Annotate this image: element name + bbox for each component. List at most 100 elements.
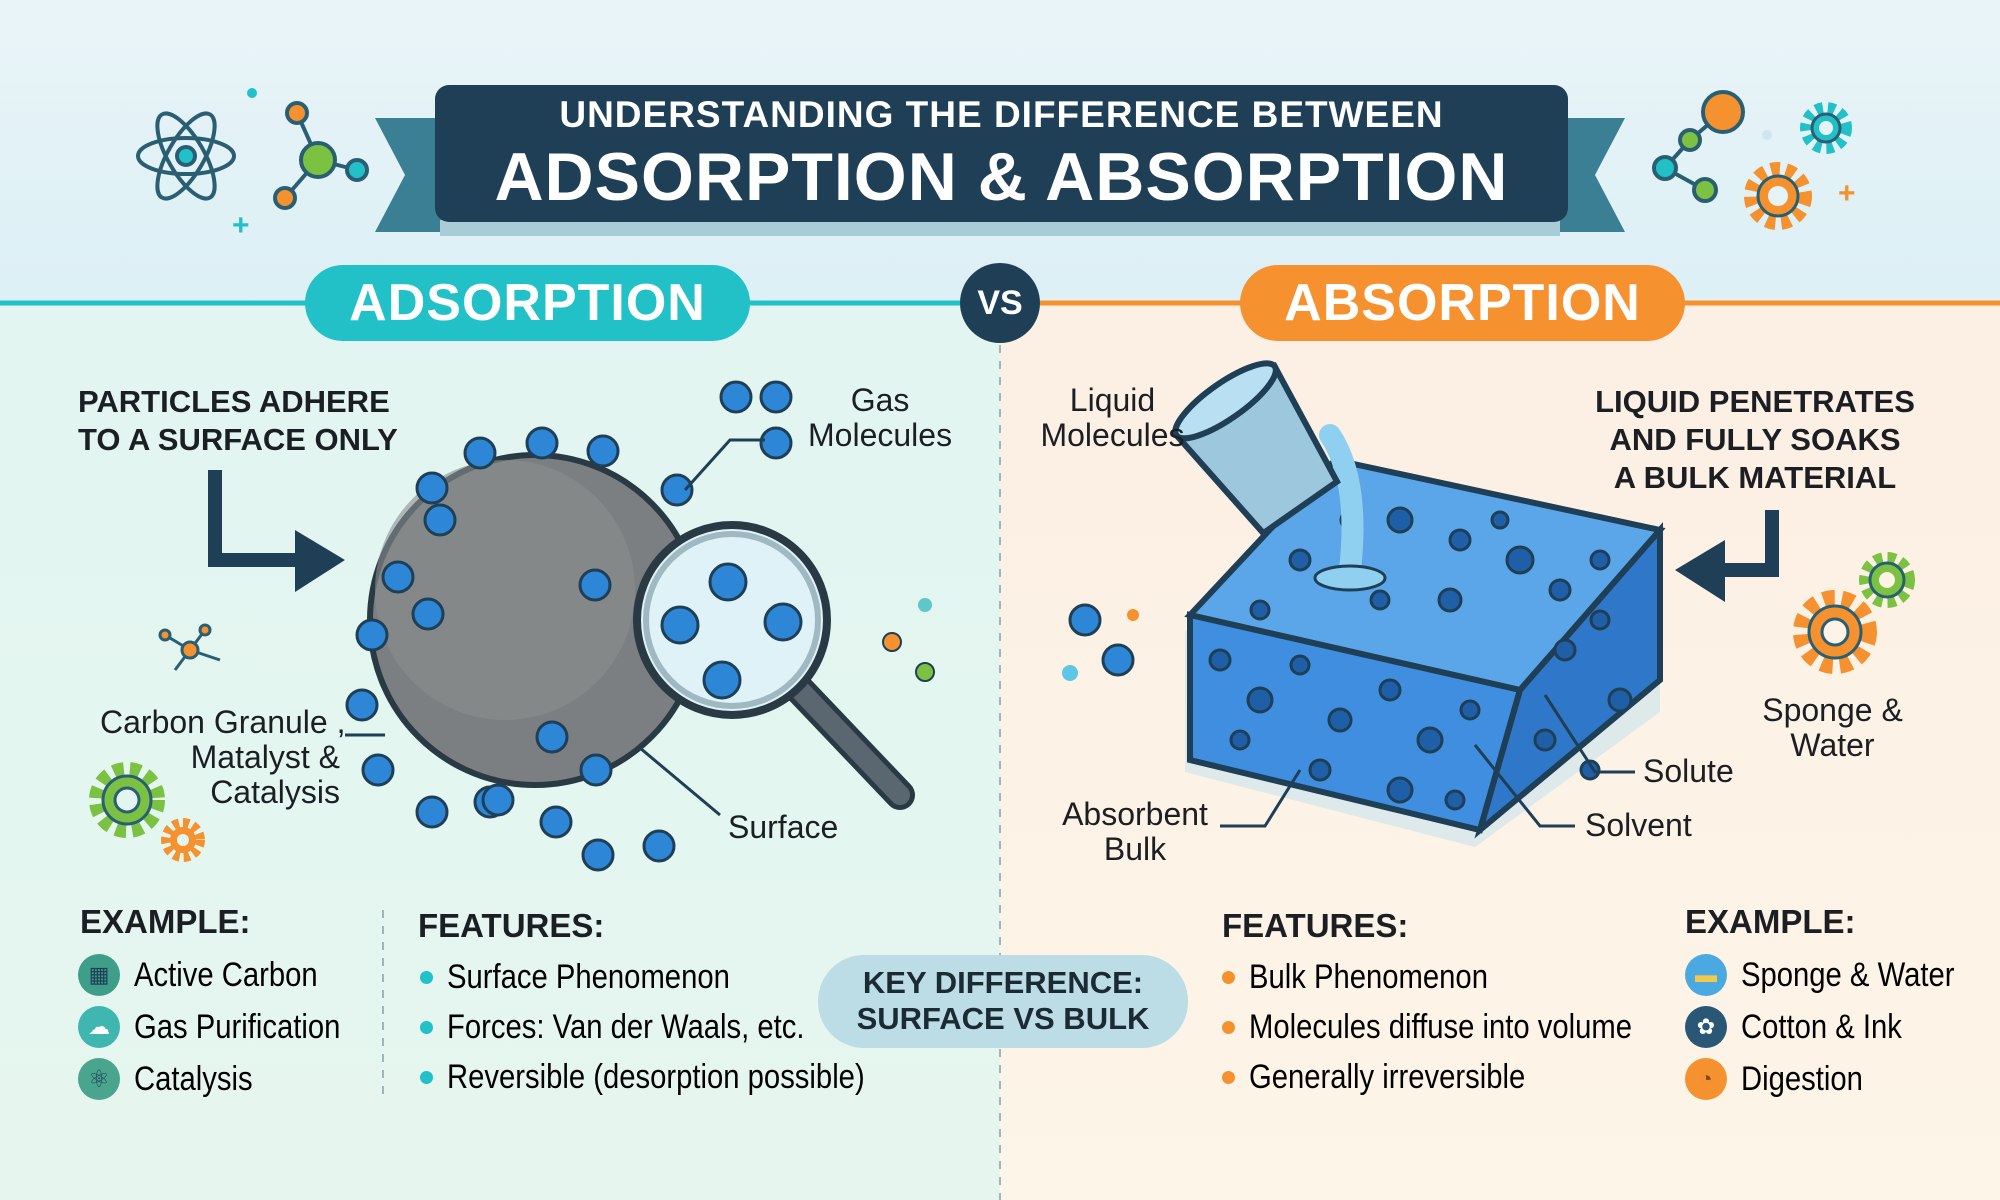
page-title: ADSORPTION & ABSORPTION	[494, 139, 1509, 215]
caption-line: AND FULLY SOAKS	[1609, 422, 1901, 457]
plus-icon: +	[1838, 177, 1856, 210]
molecule-dot	[539, 805, 573, 839]
absorption-example-heading: EXAMPLE:	[1685, 903, 1856, 940]
sponge-pore	[1505, 545, 1535, 575]
solute-label: Solute	[1643, 753, 1734, 789]
dot-icon	[918, 598, 932, 612]
example-label: Catalysis	[134, 1059, 253, 1098]
list-item: Molecules diffuse into volume	[1222, 1005, 1694, 1049]
list-item: ◔Digestion	[1685, 1057, 1989, 1101]
atom-icon: ⚛	[78, 1058, 120, 1100]
sponge-pore	[1490, 510, 1510, 530]
title-ribbon	[375, 85, 1625, 236]
feature-label: Bulk Phenomenon	[1249, 957, 1488, 996]
atom-icon	[136, 111, 236, 201]
sponge-pore	[1386, 506, 1414, 534]
adsorption-features-heading: FEATURES:	[418, 907, 605, 944]
molecule-dot	[361, 753, 395, 787]
sponge-pore	[1229, 729, 1251, 751]
molecule-dot	[759, 426, 793, 460]
small-molecule-icon	[158, 623, 221, 671]
list-item: Reversible (desorption possible)	[420, 1055, 933, 1099]
absorption-features-heading: FEATURES:	[1222, 907, 1409, 944]
label-line: Matalyst &	[190, 739, 340, 775]
absorption-example-list: ▬Sponge & Water ✿Cotton & Ink ◔Digestion	[1685, 953, 1989, 1101]
carbon-granule-label: Carbon Granule , Matalyst & Catalysis	[100, 705, 345, 810]
molecule-dot	[579, 753, 613, 787]
molecule-dot	[642, 829, 676, 863]
label-leader-lines-right	[1220, 694, 1635, 828]
key-difference-line: SURFACE VS BULK	[856, 1001, 1150, 1036]
molecule-dot	[415, 471, 449, 505]
surface-label: Surface	[728, 809, 839, 845]
sponge-pore	[1289, 654, 1311, 676]
caption-line: LIQUID PENETRATES	[1595, 384, 1915, 419]
vs-badge: VS	[960, 263, 1040, 343]
list-item: ▦Active Carbon	[78, 953, 374, 997]
sponge-pore	[1459, 699, 1481, 721]
stomach-icon: ◔	[1685, 1058, 1727, 1100]
absorption-caption: LIQUID PENETRATES AND FULLY SOAKS A BULK…	[1560, 383, 1950, 497]
sponge-pore	[1437, 587, 1463, 613]
caption-line: PARTICLES ADHERE	[78, 384, 390, 419]
sponge-icon: ▬	[1685, 954, 1727, 996]
molecule-icon-right	[1652, 90, 1745, 203]
adsorption-caption: PARTICLES ADHERE TO A SURFACE ONLY	[78, 383, 398, 459]
gear-icon-green	[89, 762, 165, 838]
gas-molecules	[345, 380, 793, 872]
label-line: Gas	[850, 382, 910, 418]
sponge-pore	[1533, 728, 1557, 752]
absorption-features-list: Bulk Phenomenon Molecules diffuse into v…	[1222, 955, 1694, 1099]
sponge-water-label: Sponge & Water	[1745, 693, 1920, 763]
adsorption-example-heading: EXAMPLE:	[80, 903, 251, 940]
sponge-pore	[1579, 759, 1601, 781]
sponge-pore	[1607, 687, 1633, 713]
bullet-icon	[420, 1070, 433, 1084]
key-difference-line: KEY DIFFERENCE:	[862, 965, 1144, 1000]
page-subtitle: UNDERSTANDING THE DIFFERENCE BETWEEN	[559, 94, 1444, 135]
solvent-label: Solvent	[1585, 807, 1692, 843]
label-line: Molecules	[808, 417, 953, 453]
molecule-dot	[481, 783, 515, 817]
liquid-molecules	[1062, 603, 1139, 681]
feature-label: Generally irreversible	[1249, 1057, 1526, 1096]
absorption-heading-pill: ABSORPTION	[1240, 265, 1685, 341]
pointer-arrowhead-left	[295, 530, 345, 592]
dot-icon	[1762, 130, 1772, 140]
bullet-icon	[1222, 970, 1235, 984]
molecule-dot	[581, 838, 615, 872]
liquid-molecules-label: Liquid Molecules	[1030, 383, 1195, 453]
label-line: Bulk	[1103, 831, 1167, 867]
sponge-pore	[1308, 758, 1332, 782]
pointer-arrow-left	[208, 470, 305, 567]
list-item: Forces: Van der Waals, etc.	[420, 1005, 933, 1049]
cotton-icon: ✿	[1685, 1006, 1727, 1048]
label-line: Catalysis	[210, 774, 340, 810]
magnifying-glass-icon	[633, 521, 915, 810]
molecule-dot	[355, 618, 389, 652]
gear-icon-orange	[1744, 162, 1812, 230]
feature-label: Forces: Van der Waals, etc.	[447, 1007, 805, 1046]
gear-icon-orange-right	[1793, 590, 1877, 674]
label-leader-lines	[345, 438, 765, 817]
bullet-icon	[420, 1020, 433, 1034]
molecule-dot	[423, 503, 457, 537]
pointer-arrowhead-right	[1675, 540, 1725, 602]
sponge-pore	[1288, 548, 1312, 572]
gear-icon-teal	[1800, 102, 1852, 154]
sponge-block	[1184, 456, 1666, 847]
feature-label: Molecules diffuse into volume	[1249, 1007, 1633, 1046]
plus-icon: +	[232, 209, 250, 242]
example-label: Sponge & Water	[1741, 955, 1955, 994]
sponge-pores	[1208, 506, 1633, 811]
molecule-icon-left	[273, 101, 369, 210]
gas-purification-icon: ☁	[78, 1006, 120, 1048]
sponge-pore	[1548, 578, 1572, 602]
label-line: Molecules	[1040, 417, 1185, 453]
molecule-dot	[759, 380, 793, 414]
label-line: Absorbent	[1062, 796, 1208, 832]
dot-icon	[247, 88, 257, 98]
molecule-dot	[525, 426, 559, 460]
adsorption-example-list: ▦Active Carbon ☁Gas Purification ⚛Cataly…	[78, 953, 374, 1101]
